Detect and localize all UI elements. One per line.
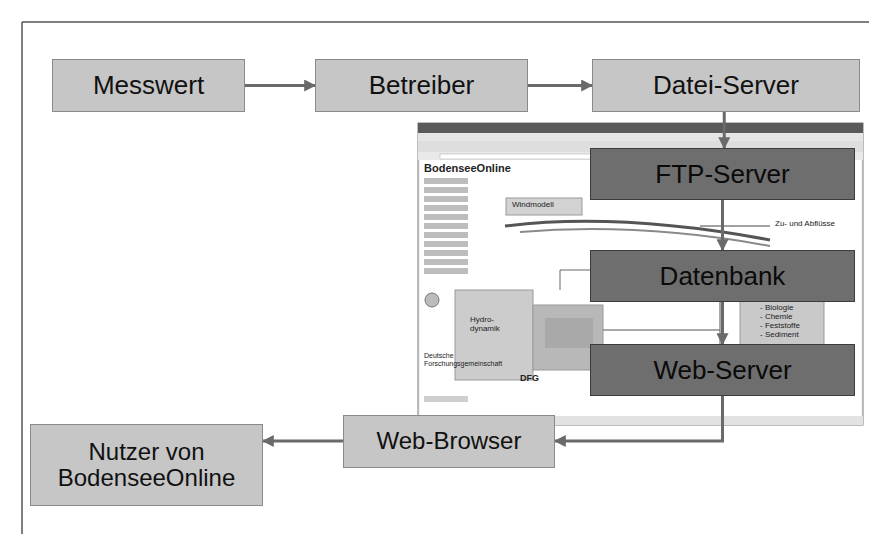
server-box: Web-Server (590, 344, 855, 396)
flow-arrow (555, 396, 723, 441)
screenshot-label: Windmodell (512, 201, 554, 210)
flow-arrow (263, 440, 343, 443)
process-box: Datei-Server (592, 59, 860, 112)
flow-arrow (245, 84, 315, 87)
screenshot-label: - Sediment (760, 331, 799, 340)
box-label: Web-Browser (377, 428, 522, 454)
box-label: Nutzer von BodenseeOnline (39, 439, 254, 492)
box-label: Datenbank (660, 262, 786, 291)
database-box: Datenbank (590, 250, 855, 302)
box-label: Web-Server (653, 356, 791, 385)
frame-line (21, 22, 23, 534)
frame-line (22, 21, 869, 23)
screenshot-label: DFG (520, 374, 539, 384)
flow-arrow (721, 200, 724, 250)
process-box: Betreiber (315, 59, 528, 112)
screenshot-label: - Feststoffe (760, 322, 800, 331)
flow-arrow (723, 112, 726, 148)
user-box: Nutzer von BodenseeOnline (30, 424, 263, 506)
process-box: Web-Browser (343, 415, 555, 468)
screenshot-label: Deutsche Forschungsgemeinschaft (424, 352, 504, 367)
screenshot-label: - Chemie (760, 313, 792, 322)
screenshot-label: Hydro-dynamik (470, 316, 510, 334)
process-box: Messwert (52, 59, 245, 112)
screenshot-label: - Biologie (760, 304, 793, 313)
browser-screenshot (418, 123, 863, 425)
screenshot-label: BodenseeOnline (424, 162, 511, 174)
flow-arrow (721, 302, 724, 344)
server-box: FTP-Server (590, 148, 855, 200)
box-label: Datei-Server (653, 71, 799, 100)
screenshot-label: Zu- und Abflüsse (775, 220, 835, 229)
flow-arrow (528, 84, 592, 87)
box-label: Messwert (93, 71, 204, 100)
box-label: FTP-Server (655, 160, 789, 189)
box-label: Betreiber (369, 71, 475, 100)
